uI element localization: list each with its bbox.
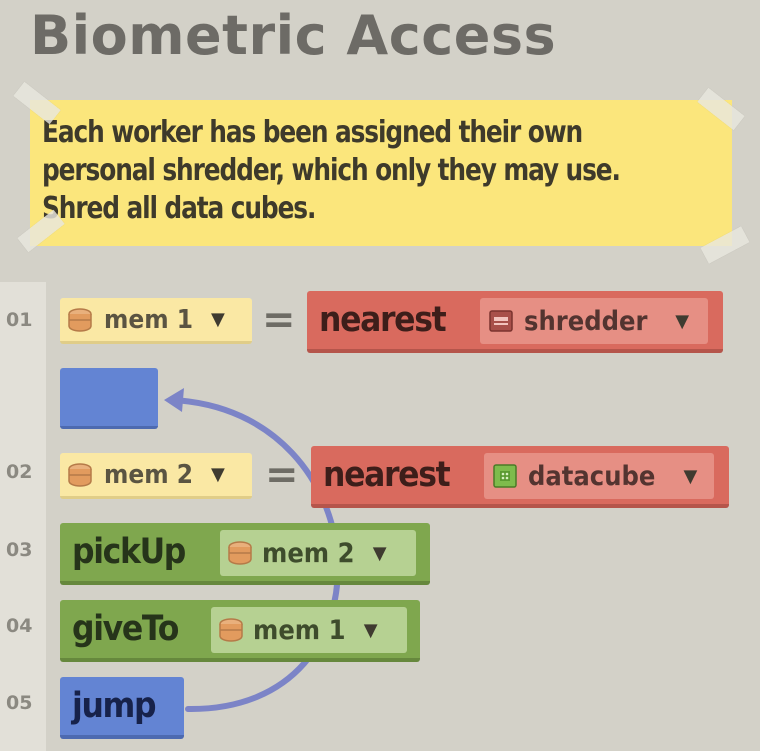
instruction-line-2: personal shredder, which only they may u… [42,153,621,188]
nearest-keyword: nearest [323,455,451,495]
line-number-4: 04 [6,615,33,637]
dropdown-arrow-icon: ▼ [372,542,387,564]
assign-operator: = [262,297,296,343]
dropdown-arrow-icon: ▼ [683,465,698,487]
datacube-label: datacube [528,460,656,492]
instructions-note: Each worker has been assigned their own … [30,100,732,246]
giveto-argument-label: mem 1 [253,614,346,646]
datacube-icon [493,464,517,488]
pickup-argument-selector[interactable]: mem 2 ▼ [220,530,416,576]
level-title: Biometric Access [30,4,557,67]
giveto-argument-selector[interactable]: mem 1 ▼ [211,607,407,653]
shredder-icon [489,310,513,332]
line-number-3: 03 [6,539,33,561]
line-number-5: 05 [6,692,33,714]
memory-slot-icon [219,618,243,642]
jump-keyword: jump [72,686,157,726]
mem-1-variable-selector[interactable]: mem 1 ▼ [60,298,252,344]
line-number-2: 02 [6,461,33,483]
dropdown-arrow-icon: ▼ [210,464,225,485]
mem-2-variable-selector[interactable]: mem 2 ▼ [60,453,252,499]
assign-operator: = [265,452,299,498]
line-number-gutter [0,282,46,751]
shredder-object-selector[interactable]: shredder ▼ [480,298,708,344]
instruction-line-1: Each worker has been assigned their own [42,115,583,150]
dropdown-arrow-icon: ▼ [210,309,225,330]
line-number-1: 01 [6,309,33,331]
mem-1-label: mem 1 [104,304,194,335]
jump-target-block[interactable] [60,368,158,429]
memory-slot-icon [228,541,252,565]
dropdown-arrow-icon: ▼ [363,619,378,641]
memory-slot-icon [68,462,92,487]
pickup-argument-label: mem 2 [262,537,355,569]
jump-command-block[interactable]: jump [60,677,184,739]
pickup-keyword: pickUp [72,532,186,572]
dropdown-arrow-icon: ▼ [675,310,690,332]
datacube-object-selector[interactable]: datacube ▼ [484,453,714,499]
mem-2-label: mem 2 [104,459,194,490]
instructions-text: Each worker has been assigned their own … [42,114,677,228]
nearest-keyword: nearest [319,300,447,340]
shredder-label: shredder [524,305,648,337]
memory-slot-icon [68,307,92,332]
giveto-keyword: giveTo [72,609,179,649]
instruction-line-3: Shred all data cubes. [42,191,316,226]
